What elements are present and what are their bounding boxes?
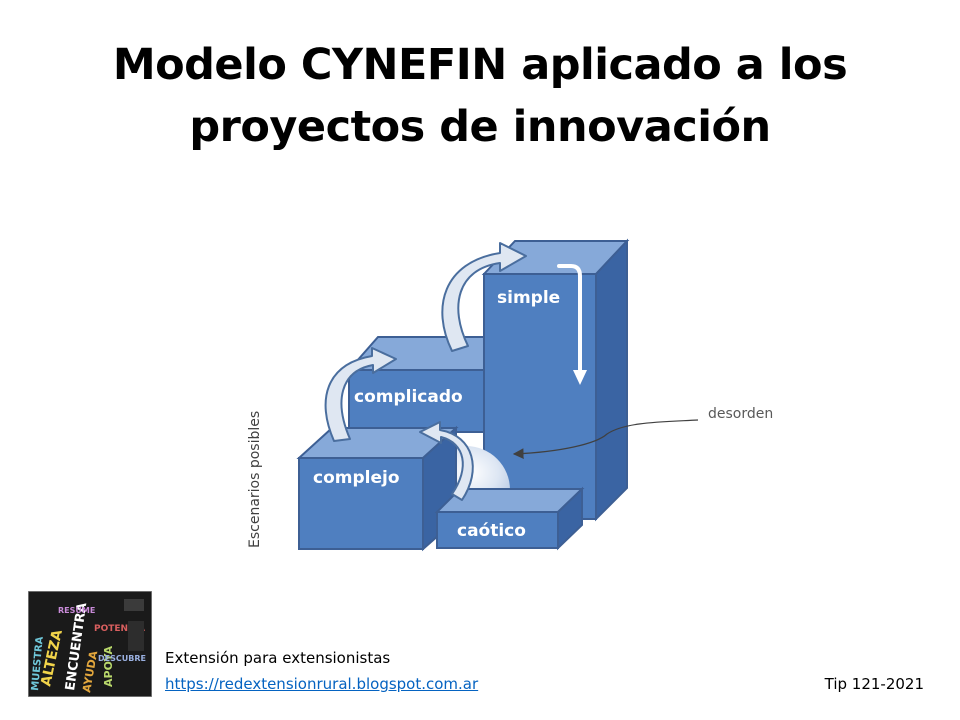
block-caotico: caótico — [434, 486, 585, 551]
logo-word-5: POTENCIA — [94, 624, 145, 634]
tip-number: Tip 121-2021 — [824, 675, 924, 693]
word-cloud-logo-icon: ALTEZA ENCUENTRA AYUDA MUESTRA POTENCIA … — [28, 591, 152, 697]
footer-link[interactable]: https://redextensionrural.blogspot.com.a… — [165, 675, 479, 693]
footer-text: Extensión para extensionistas — [165, 649, 391, 667]
block-complicado-front — [348, 369, 485, 433]
disorder-label: desorden — [708, 406, 773, 422]
block-complejo-label: complejo — [313, 468, 400, 488]
block-complejo-front — [298, 457, 424, 550]
block-complicado-label: complicado — [354, 387, 463, 407]
block-complejo: complejo — [296, 425, 459, 552]
slide-title: Modelo CYNEFIN aplicado a los proyectos … — [40, 34, 920, 158]
title-line-1: Modelo CYNEFIN aplicado a los — [112, 40, 848, 90]
block-simple-side — [595, 238, 628, 522]
disorder-pointer-arrow — [512, 419, 699, 459]
curved-arrow-complejo-to-complicado — [324, 347, 397, 442]
logo-word-7: RESUME — [58, 606, 95, 615]
logo-word-4: MUESTRA — [30, 636, 46, 691]
block-simple-label: simple — [497, 288, 560, 308]
block-complicado: complicado — [346, 336, 485, 433]
logo-word-8: DESCUBRE — [98, 654, 146, 663]
curved-arrow-caotico-to-complejo — [419, 421, 474, 501]
curved-arrow-complicado-to-simple — [441, 242, 527, 352]
title-line-2: proyectos de innovación — [189, 102, 771, 152]
block-caotico-front — [436, 511, 559, 549]
down-arrow-simple-collapse — [557, 264, 587, 385]
y-axis-label: Escenarios posibles — [247, 411, 263, 548]
block-caotico-label: caótico — [457, 521, 526, 541]
logo-word-6: APOYA — [102, 646, 115, 687]
